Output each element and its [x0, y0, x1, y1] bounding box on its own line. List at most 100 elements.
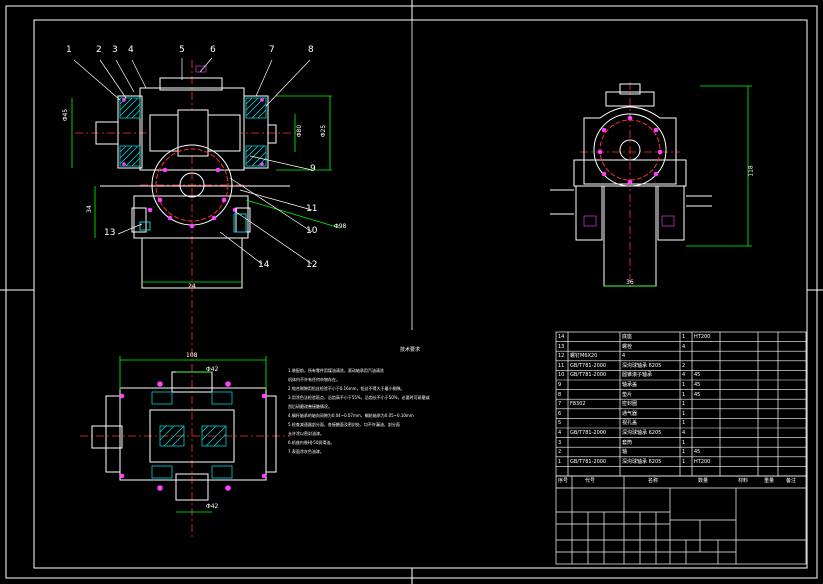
parts-cell: 1 — [682, 401, 686, 408]
parts-cell: 1 — [682, 334, 686, 340]
parts-cell: 14 — [558, 334, 565, 340]
technical-requirements-heading: 技术要求 — [400, 347, 421, 353]
callout-7: 7 — [269, 45, 275, 55]
parts-cell: 深沟球轴承 6205 — [622, 362, 662, 369]
parts-cell: 1 — [682, 410, 686, 417]
parts-cell: GB/T781-2000 — [570, 430, 607, 436]
parts-cell: 深沟球轴承 6205 — [622, 458, 662, 465]
parts-cell: 轴承盖 — [622, 382, 638, 388]
parts-header-cell: 数量 — [698, 478, 709, 484]
side-fasteners — [583, 115, 675, 227]
note-line: 4.蜗杆轴承的轴向间隙为0.04~0.07mm，蜗轮轴承为0.05~0.10mm — [288, 413, 414, 418]
note-line: 3.用涂色法检验斑点，沿齿高不小于55%，沿齿长不小于50%，必要时可研磨或 — [288, 395, 430, 400]
parts-cell: 2 — [558, 449, 562, 456]
parts-cell: 1 — [682, 439, 686, 446]
parts-cell: 1 — [558, 458, 562, 465]
dim-34: 34 — [85, 205, 93, 213]
side-dimensions — [604, 85, 752, 287]
parts-cell: 1 — [682, 449, 686, 456]
callout-5: 5 — [179, 45, 185, 55]
parts-cell: HT200 — [694, 334, 711, 340]
parts-cell: GB/T781-2000 — [570, 372, 607, 379]
dim-phi98: Φ98 — [334, 223, 347, 230]
dim-108: 108 — [186, 352, 198, 359]
callout-3: 3 — [112, 45, 118, 55]
parts-cell: 深沟球轴承 6205 — [622, 430, 662, 436]
dim-118: 118 — [747, 165, 755, 177]
parts-cell: 6 — [558, 410, 562, 417]
parts-cell: 1 — [682, 458, 686, 465]
front-view — [71, 57, 341, 300]
parts-cell: 13 — [558, 343, 565, 350]
note-line: 1.装配前，所有零件用煤油清洗，滚动轴承用汽油清洗 — [288, 368, 384, 373]
note-line: 允许涂以密封油漆。 — [288, 431, 324, 436]
dim-phi45: Φ45 — [62, 108, 70, 122]
parts-cell: 底座 — [622, 334, 633, 340]
parts-cell: 套筒 — [622, 439, 633, 446]
parts-cell: 1 — [682, 382, 686, 388]
parts-header-cell: 材料 — [738, 478, 749, 484]
parts-cell: 轴 — [622, 449, 628, 456]
note-line: 6.机座内装HJ-50润滑油。 — [288, 440, 335, 445]
parts-cell: 9 — [558, 382, 562, 388]
parts-cell: 45 — [694, 449, 701, 456]
note-line: 机体内不许有任何杂物存在。 — [288, 377, 340, 382]
parts-cell: 45 — [694, 382, 701, 388]
parts-cell: F8302 — [570, 401, 586, 408]
top-centerlines — [80, 300, 290, 540]
note-line: 5.检查减速器剖分面，各接触面及密封处，均不许漏油，剖分面 — [288, 422, 400, 427]
parts-cell: 垫片 — [622, 391, 633, 398]
parts-cell: 4 — [622, 353, 626, 360]
parts-cell: 密封圈 — [622, 401, 638, 408]
callout-13: 13 — [104, 228, 116, 238]
front-bearing-hatch — [119, 97, 267, 167]
callout-11: 11 — [306, 204, 318, 214]
parts-cell: 7 — [558, 401, 562, 408]
note-line: 刮后研磨改善接触情况。 — [288, 404, 332, 409]
parts-cell: 4 — [558, 430, 562, 436]
parts-cell: 螺钉M6X20 — [570, 353, 598, 360]
title-block-grid — [555, 475, 807, 565]
parts-list-row-lines — [556, 341, 806, 467]
callout-9: 9 — [310, 164, 316, 174]
parts-cell: HT200 — [694, 458, 711, 465]
parts-cell: 8 — [558, 391, 562, 398]
callout-8: 8 — [308, 45, 314, 55]
top-hatched-sections — [151, 391, 233, 479]
callout-2: 2 — [96, 45, 102, 55]
front-leaders — [73, 57, 313, 265]
callout-10: 10 — [306, 226, 318, 236]
parts-cell: 11 — [558, 362, 565, 369]
parts-cell: 视孔盖 — [622, 420, 638, 427]
parts-cell: 圆锥滚子轴承 — [622, 372, 653, 379]
top-dimensions — [119, 356, 267, 513]
side-view — [550, 82, 752, 290]
front-fasteners — [122, 65, 264, 229]
parts-cell: 10 — [558, 372, 565, 379]
dim-phi42-top: Φ42 — [206, 366, 219, 373]
parts-cell: 1 — [682, 420, 686, 427]
top-view — [80, 300, 290, 540]
parts-cell: 3 — [558, 439, 562, 446]
top-housing-outline — [91, 371, 277, 501]
parts-cell: 螺栓 — [622, 343, 633, 350]
parts-cell: GB/T781-2000 — [570, 458, 607, 465]
dim-36: 36 — [626, 279, 634, 286]
dim-24: 24 — [188, 283, 196, 290]
parts-cell: 1 — [682, 391, 686, 398]
top-fasteners — [119, 381, 267, 491]
parts-header-cell: 重量 — [764, 478, 775, 484]
dim-phi80: Φ80 — [296, 124, 304, 138]
parts-cell: 45 — [694, 391, 701, 398]
parts-cell: GB/T781-2000 — [570, 362, 607, 369]
callout-6: 6 — [210, 45, 216, 55]
dim-phi42-bottom: Φ42 — [206, 503, 219, 510]
front-feet — [131, 207, 251, 233]
front-dimensions — [71, 95, 341, 283]
callout-14: 14 — [258, 260, 270, 270]
callout-4: 4 — [128, 45, 134, 55]
parts-cell: 通气器 — [622, 410, 638, 417]
note-line: 2.啮合侧隙用铅丝检验不小于0.16mm，铅丝不得大于最小侧隙。 — [288, 386, 405, 391]
